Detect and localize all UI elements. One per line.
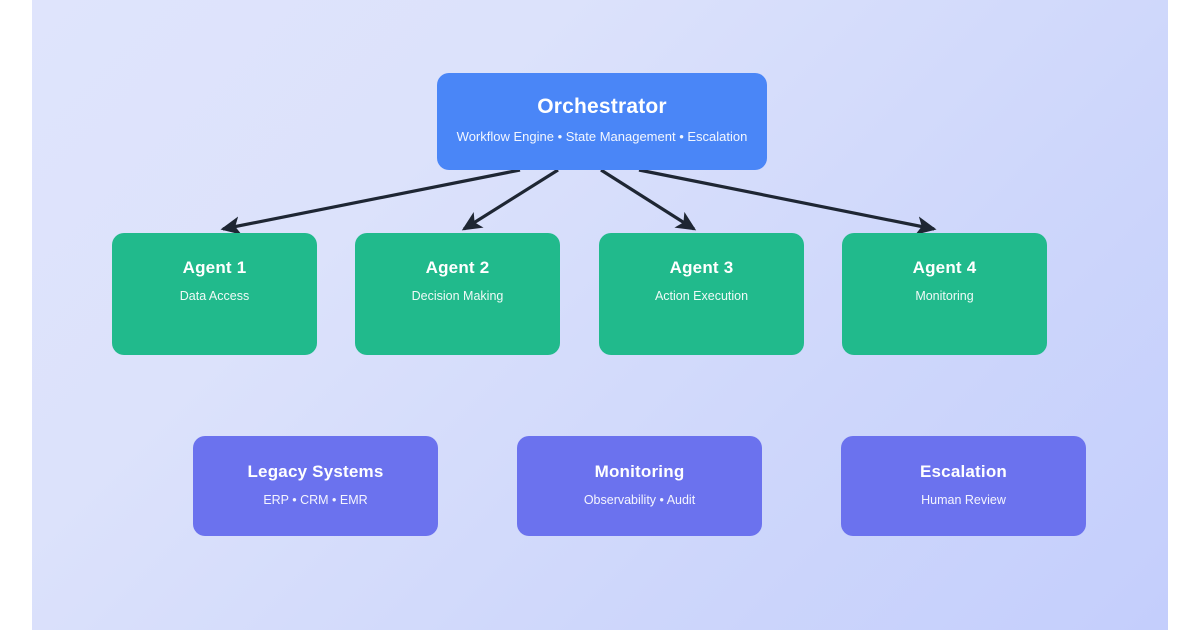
node-orchestrator-subtitle: Workflow Engine • State Management • Esc… xyxy=(456,129,748,145)
node-agent-4[interactable]: Agent 4 Monitoring xyxy=(842,233,1047,355)
node-agent-4-title: Agent 4 xyxy=(912,258,977,277)
node-agent-3[interactable]: Agent 3 Action Execution xyxy=(599,233,804,355)
node-agent-2[interactable]: Agent 2 Decision Making xyxy=(355,233,560,355)
node-agent-2-title: Agent 2 xyxy=(425,258,490,277)
node-legacy-systems-subtitle: ERP • CRM • EMR xyxy=(263,492,368,507)
node-monitoring-subtitle: Observability • Audit xyxy=(583,492,696,507)
node-escalation-title: Escalation xyxy=(919,462,1008,481)
node-legacy-systems[interactable]: Legacy Systems ERP • CRM • EMR xyxy=(193,436,438,536)
node-monitoring[interactable]: Monitoring Observability • Audit xyxy=(517,436,762,536)
node-agent-1[interactable]: Agent 1 Data Access xyxy=(112,233,317,355)
node-escalation-subtitle: Human Review xyxy=(921,492,1006,507)
node-monitoring-title: Monitoring xyxy=(594,462,685,481)
node-escalation[interactable]: Escalation Human Review xyxy=(841,436,1086,536)
node-orchestrator[interactable]: Orchestrator Workflow Engine • State Man… xyxy=(437,73,767,170)
node-agent-1-subtitle: Data Access xyxy=(179,288,250,303)
node-orchestrator-title: Orchestrator xyxy=(537,95,667,118)
node-agent-1-title: Agent 1 xyxy=(182,258,247,277)
node-agent-2-subtitle: Decision Making xyxy=(411,288,504,303)
node-agent-4-subtitle: Monitoring xyxy=(915,288,974,303)
node-agent-3-title: Agent 3 xyxy=(669,258,734,277)
node-legacy-systems-title: Legacy Systems xyxy=(247,462,384,481)
node-agent-3-subtitle: Action Execution xyxy=(654,288,749,303)
